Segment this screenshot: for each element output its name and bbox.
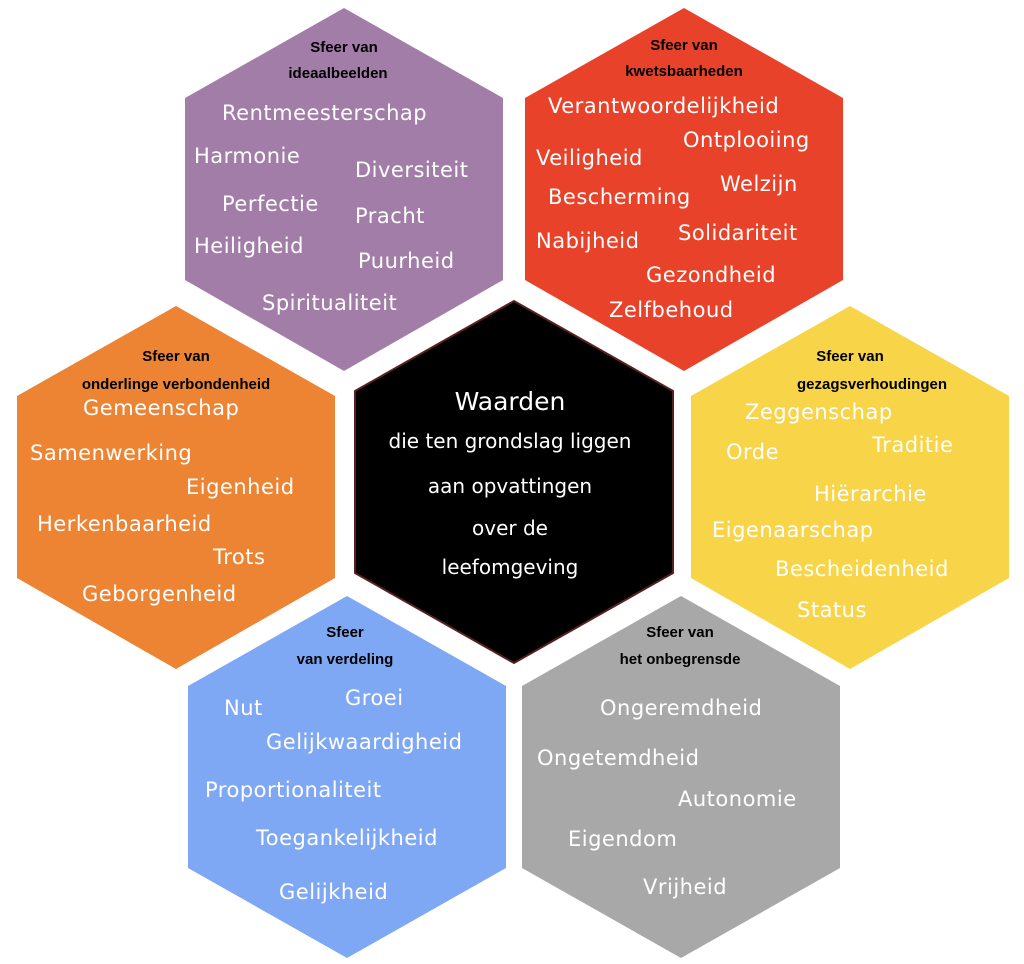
hexagon-onderlinge-verbondenheid: Sfeer van onderlinge verbondenheid Gemee… (17, 306, 335, 669)
value-word: Toegankelijkheid (255, 826, 438, 850)
value-word: Nut (224, 696, 263, 720)
value-word: Zeggenschap (745, 400, 893, 424)
value-word: Proportionaliteit (205, 778, 382, 802)
center-hexagon-shape (354, 299, 674, 665)
value-word: Gezondheid (646, 263, 776, 287)
hexagon-onbegrensde-title-line-2: het onbegrensde (620, 651, 741, 668)
value-word: Hiërarchie (814, 482, 927, 506)
hexagon-onbegrensde: Sfeer van het onbegrensde Ongeremdheid O… (522, 596, 840, 958)
hexagon-kwetsbaarheden-title-line-1: Sfeer van (650, 37, 718, 54)
value-word: Ongetemdheid (537, 746, 699, 770)
hexagon-kwetsbaarheden-title-line-2: kwetsbaarheden (625, 63, 743, 80)
hexagon-onderlinge-verbondenheid-title-line-1: Sfeer van (142, 348, 210, 365)
value-word: Geborgenheid (82, 582, 237, 606)
hexagon-kwetsbaarheden: Sfeer van kwetsbaarheden Verantwoordelij… (525, 8, 843, 371)
hexagon-verdeling: Sfeer van verdeling Nut Groei Gelijkwaar… (188, 596, 506, 958)
center-hexagon: Waarden die ten grondslag liggen aan opv… (354, 299, 674, 665)
value-word: Eigenheid (186, 475, 295, 499)
value-word: Verantwoordelijkheid (548, 94, 779, 118)
value-word: Ontplooiing (683, 128, 810, 152)
hexagon-onderlinge-verbondenheid-shape (17, 306, 335, 669)
value-word: Ongeremdheid (600, 696, 762, 720)
value-word: Vrijheid (643, 875, 727, 899)
value-word: Pracht (355, 204, 425, 228)
value-word: Trots (212, 545, 265, 569)
value-word: Groei (345, 686, 404, 710)
value-word: Bescherming (548, 185, 691, 209)
value-word: Puurheid (358, 249, 455, 273)
center-title: Waarden (455, 387, 566, 416)
value-word: Eigendom (568, 827, 677, 851)
value-word: Nabijheid (536, 229, 639, 253)
center-subtitle-line-3: over de (472, 516, 548, 540)
hexagon-gezagsverhoudingen-title-line-2: gezagsverhoudingen (797, 376, 947, 393)
center-subtitle-line-4: leefomgeving (442, 555, 579, 579)
hexagon-gezagsverhoudingen-title-line-1: Sfeer van (816, 348, 884, 365)
hexagon-verdeling-title-line-2: van verdeling (297, 651, 394, 668)
value-word: Orde (726, 440, 779, 464)
value-word: Status (797, 598, 867, 622)
value-word: Eigenaarschap (712, 518, 874, 542)
value-word: Welzijn (720, 172, 798, 196)
value-word: Gelijkheid (279, 880, 388, 904)
hexagon-verdeling-title-line-1: Sfeer (326, 624, 364, 641)
hexagon-ideaalbeelden-title-line-2: ideaalbeelden (288, 65, 387, 82)
value-word: Diversiteit (355, 158, 468, 182)
value-word: Harmonie (194, 144, 300, 168)
hexagon-verdeling-shape (188, 596, 506, 958)
value-word: Rentmeesterschap (222, 101, 427, 125)
value-word: Solidariteit (678, 221, 798, 245)
hexagon-gezagsverhoudingen-shape (691, 306, 1009, 669)
hexagon-gezagsverhoudingen: Sfeer van gezagsverhoudingen Zeggenschap… (691, 306, 1009, 669)
value-word: Perfectie (222, 192, 319, 216)
value-word: Traditie (871, 433, 953, 457)
hexagon-onbegrensde-shape (522, 596, 840, 958)
value-word: Samenwerking (30, 441, 192, 465)
hexagon-ideaalbeelden: Sfeer van ideaalbeelden Rentmeesterschap… (185, 8, 503, 371)
value-word: Herkenbaarheid (37, 512, 212, 536)
value-word: Autonomie (678, 787, 797, 811)
value-word: Veiligheid (536, 146, 643, 170)
hexagon-ideaalbeelden-title-line-1: Sfeer van (310, 39, 378, 56)
value-word: Spiritualiteit (262, 291, 397, 315)
value-word: Gemeenschap (83, 396, 239, 420)
value-word: Zelfbehoud (609, 298, 734, 322)
hexagon-onderlinge-verbondenheid-title-line-2: onderlinge verbondenheid (82, 376, 270, 393)
hexagon-ideaalbeelden-shape (185, 8, 503, 371)
value-word: Heiligheid (194, 234, 304, 258)
hexagon-onbegrensde-title-line-1: Sfeer van (646, 624, 714, 641)
center-subtitle-line-2: aan opvattingen (428, 474, 592, 498)
center-subtitle-line-1: die ten grondslag liggen (389, 429, 632, 453)
hexagon-kwetsbaarheden-shape (525, 8, 843, 371)
value-word: Bescheidenheid (775, 557, 949, 581)
value-word: Gelijkwaardigheid (266, 730, 462, 754)
